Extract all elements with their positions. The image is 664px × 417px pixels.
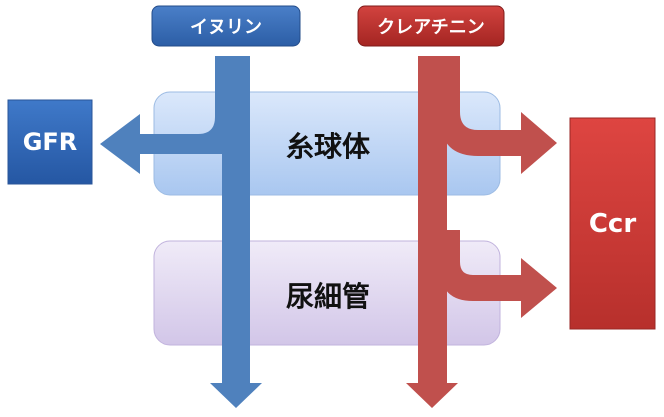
creatinine-main-arrow	[406, 56, 458, 408]
glomerulus-label: 糸球体	[285, 130, 370, 163]
creatinine-ccr-branch-1	[440, 56, 557, 174]
inulin-tab	[151, 5, 301, 47]
creatinine-tab	[357, 5, 505, 47]
ccr-box	[569, 117, 656, 330]
inulin-label: イヌリン	[190, 17, 262, 38]
creatinine-ccr-branch-2	[440, 230, 557, 318]
gfr-label: GFR	[22, 128, 78, 156]
tubule-label: 尿細管	[285, 280, 370, 313]
gfr-box	[7, 99, 93, 185]
ccr-label: Ccr	[588, 208, 637, 239]
creatinine-label: クレアチニン	[377, 17, 485, 38]
inulin-gfr-branch	[100, 56, 235, 174]
inulin-main-arrow	[210, 56, 262, 408]
